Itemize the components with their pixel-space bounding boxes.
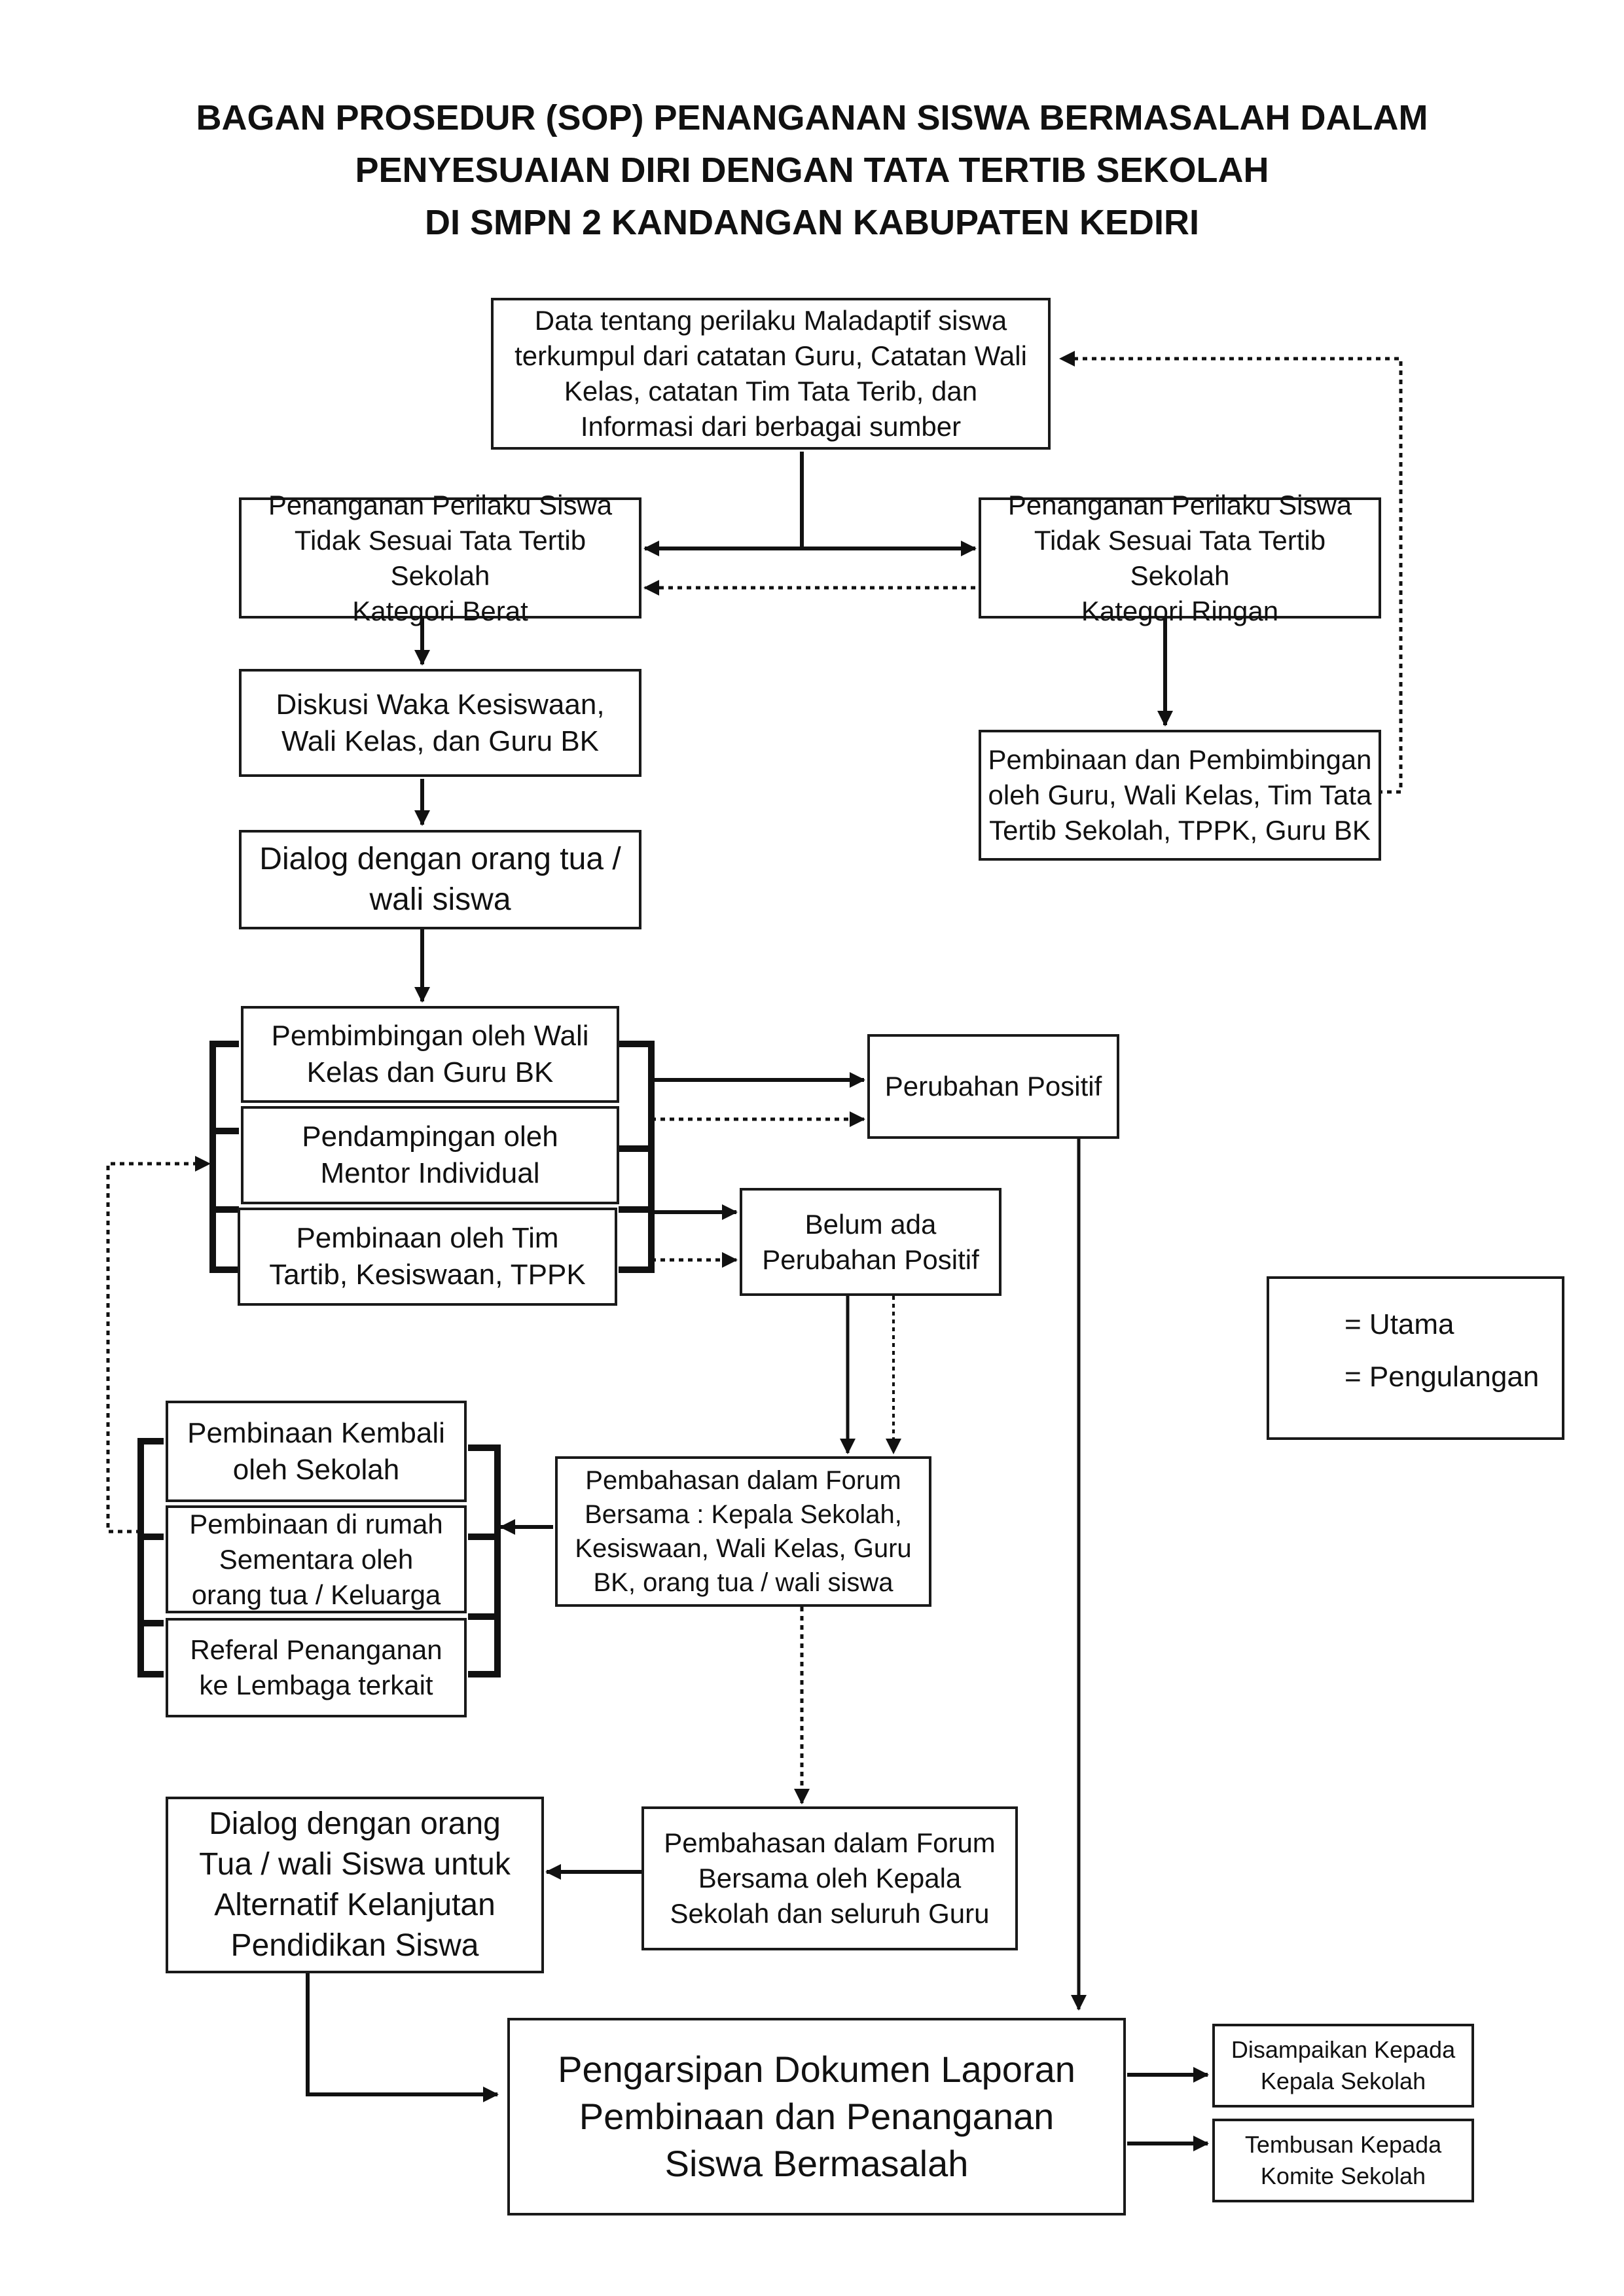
- dotted-loop-group2-to-group1: [106, 1156, 211, 1534]
- page-title: BAGAN PROSEDUR (SOP) PENANGANAN SISWA BE…: [0, 92, 1624, 249]
- node-perubahan-positif: Perubahan Positif: [867, 1034, 1119, 1139]
- dotted-loop-ringan-to-data: [1059, 351, 1403, 794]
- bracket-right-group2: [468, 1444, 501, 1677]
- node-pembinaan-rumah: Pembinaan di rumah Sementara oleh orang …: [166, 1505, 467, 1613]
- legend-pengulangan: = Pengulangan: [1344, 1361, 1540, 1393]
- node-forum-bersama: Pembahasan dalam Forum Bersama : Kepala …: [555, 1456, 931, 1607]
- node-pembimbingan-wali: Pembimbingan oleh Wali Kelas dan Guru BK: [241, 1006, 619, 1103]
- node-pembinaan-ringan: Pembinaan dan Pembimbingan oleh Guru, Wa…: [979, 730, 1381, 861]
- node-tembusan: Tembusan Kepada Komite Sekolah: [1212, 2119, 1474, 2202]
- node-forum-guru: Pembahasan dalam Forum Bersama oleh Kepa…: [641, 1806, 1018, 1950]
- legend-utama: = Utama: [1344, 1308, 1454, 1340]
- title-line-1: BAGAN PROSEDUR (SOP) PENANGANAN SISWA BE…: [196, 98, 1428, 137]
- bracket-right-group1: [619, 1041, 655, 1273]
- bracket-left-group2: [137, 1438, 164, 1677]
- title-line-3: DI SMPN 2 KANDANGAN KABUPATEN KEDIRI: [424, 203, 1200, 242]
- node-referal: Referal Penanganan ke Lembaga terkait: [166, 1618, 467, 1717]
- node-kategori-berat: Penanganan Perilaku Siswa Tidak Sesuai T…: [239, 490, 641, 626]
- node-disampaikan: Disampaikan Kepada Kepala Sekolah: [1212, 2024, 1474, 2108]
- node-pengarsipan: Pengarsipan Dokumen Laporan Pembinaan da…: [507, 2018, 1126, 2215]
- node-pembinaan-kembali: Pembinaan Kembali oleh Sekolah: [166, 1401, 467, 1502]
- node-dialog-alternatif: Dialog dengan orang Tua / wali Siswa unt…: [166, 1797, 544, 1973]
- node-dialog-ortu: Dialog dengan orang tua / wali siswa: [239, 830, 641, 929]
- node-pendampingan-mentor: Pendampingan oleh Mentor Individual: [241, 1106, 619, 1204]
- node-kategori-ringan: Penanganan Perilaku Siswa Tidak Sesuai T…: [979, 490, 1381, 626]
- legend: = Utama = Pengulangan: [1267, 1276, 1564, 1440]
- node-belum-perubahan: Belum ada Perubahan Positif: [740, 1188, 1001, 1296]
- bracket-left-group1: [209, 1041, 239, 1273]
- title-line-2: PENYESUAIAN DIRI DENGAN TATA TERTIB SEKO…: [355, 151, 1269, 190]
- arrow-dialog-arsip: [306, 1973, 499, 2102]
- node-data-collection: Data tentang perilaku Maladaptif siswa t…: [491, 298, 1051, 450]
- node-diskusi: Diskusi Waka Kesiswaan, Wali Kelas, dan …: [239, 669, 641, 777]
- node-pembinaan-tim: Pembinaan oleh Tim Tartib, Kesiswaan, TP…: [238, 1208, 617, 1306]
